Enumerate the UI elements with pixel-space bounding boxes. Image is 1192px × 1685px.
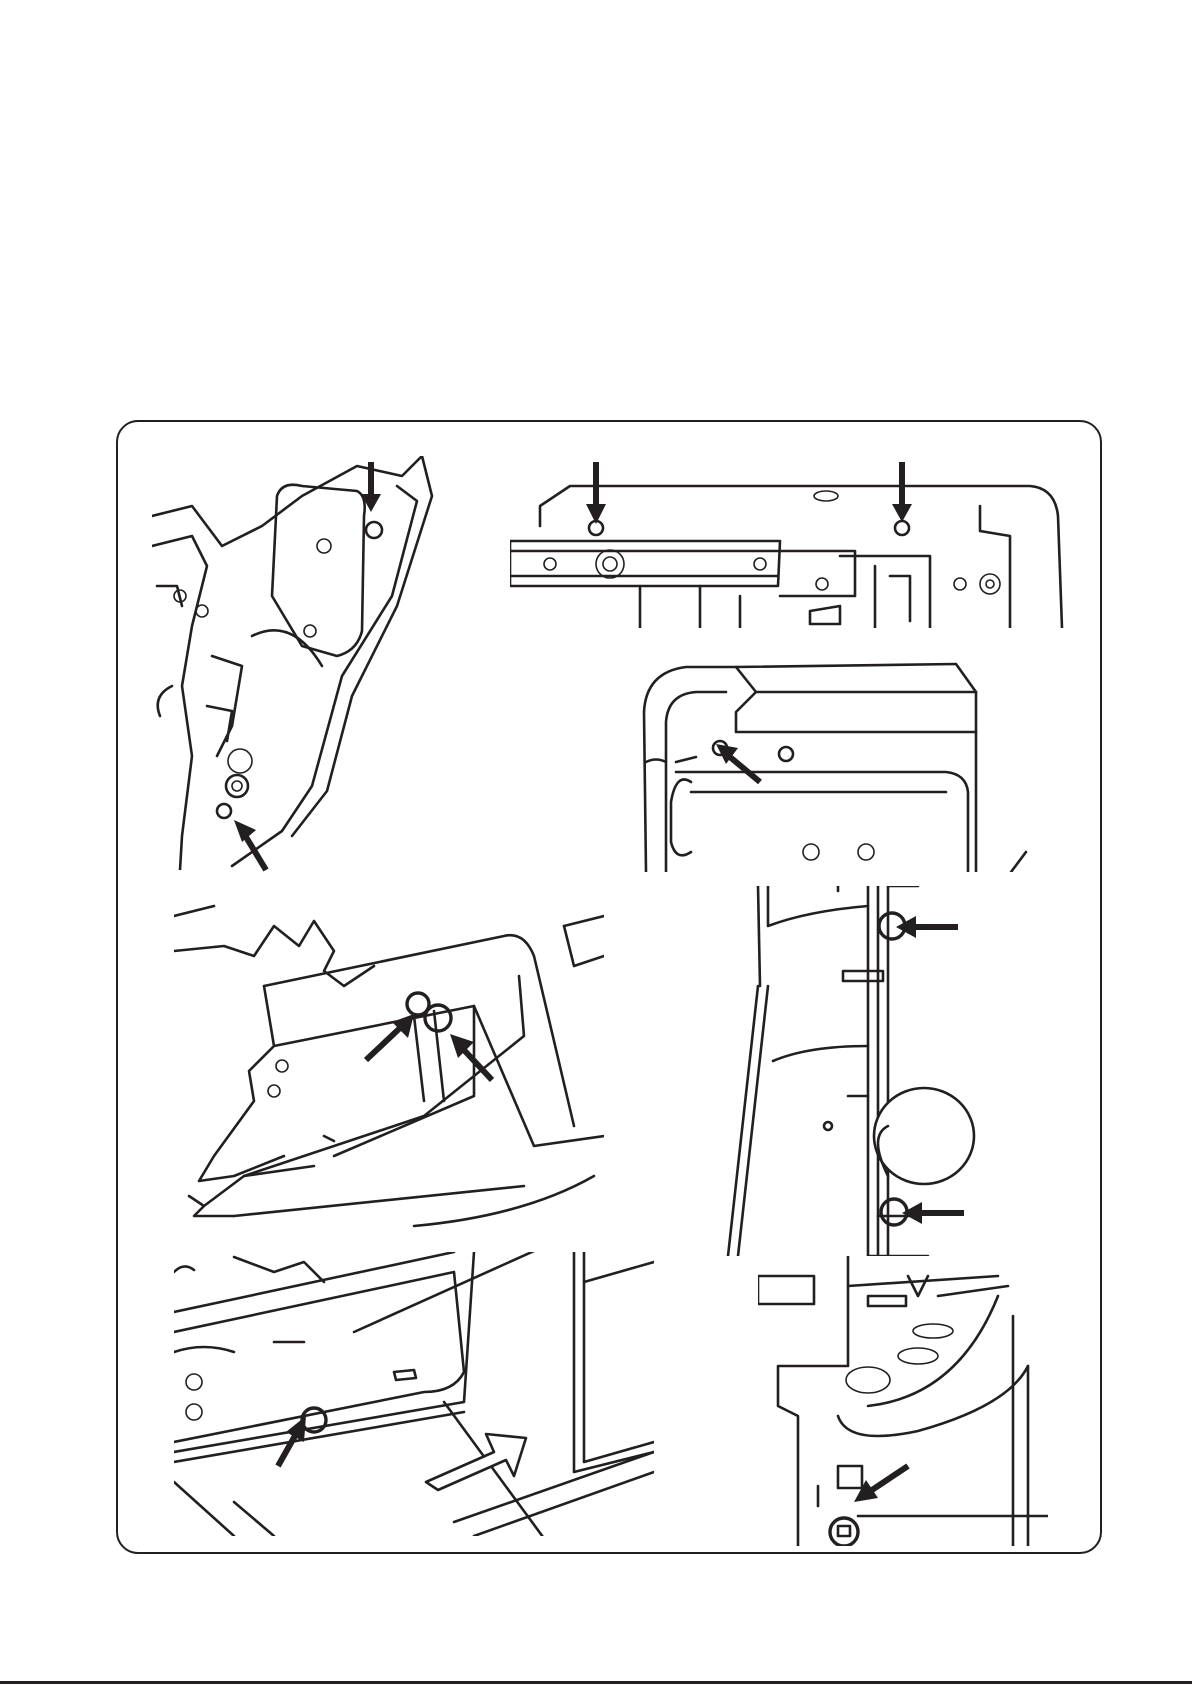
figure-7-arrows [118,422,1104,1556]
footer-rule [0,1681,1192,1684]
arrow-down-left-icon [854,1466,908,1502]
illustration-frame [116,420,1102,1554]
